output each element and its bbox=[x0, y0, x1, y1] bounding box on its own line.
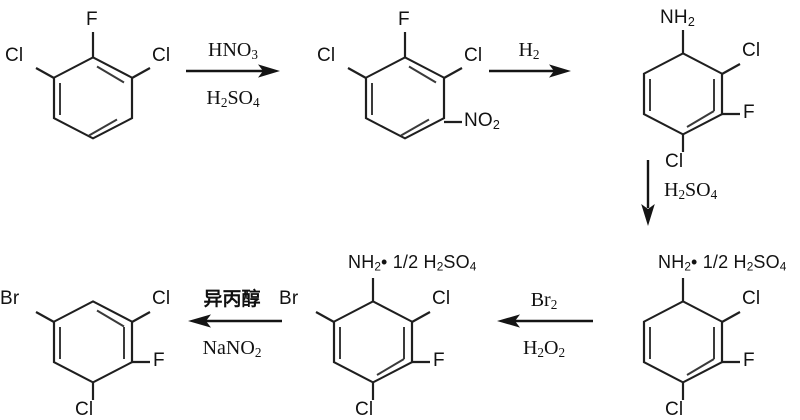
structure-3-label-bottom: Cl bbox=[665, 151, 684, 172]
arrow-5-reagent-above: 异丙醇 bbox=[203, 288, 261, 310]
arrow-2-reagent-above: H2 bbox=[518, 39, 540, 62]
arrow-3-icon bbox=[641, 160, 655, 226]
structure-4-label-lower-right: F bbox=[743, 350, 755, 371]
structure-6-label-upper-right: Cl bbox=[152, 288, 171, 309]
arrow-4-reagent-below: H2O2 bbox=[522, 337, 566, 360]
arrow-1-icon bbox=[186, 64, 280, 78]
structure-1-label-upper-left: Cl bbox=[5, 45, 24, 66]
substituent-bonds-2 bbox=[347, 32, 463, 124]
substituent-bonds-6 bbox=[35, 311, 151, 400]
reaction-scheme: F Cl Cl HNO3 H2SO4 F Cl Cl NO2 H2 bbox=[0, 7, 787, 419]
structure-3-label-lower-right: F bbox=[743, 102, 755, 123]
structure-4-label-bottom: Cl bbox=[665, 399, 684, 420]
arrow-1-reagent-below: H2SO4 bbox=[206, 87, 260, 110]
substituent-bonds-5 bbox=[315, 278, 431, 400]
structure-5-label-bottom: Cl bbox=[355, 399, 374, 420]
structure-1-label-upper-right: Cl bbox=[152, 45, 171, 66]
structure-2-label-upper-left: Cl bbox=[317, 45, 336, 66]
arrow-4-icon bbox=[497, 314, 593, 328]
structure-5-label-upper-left: Br bbox=[279, 288, 299, 309]
structure-5-label-amine-salt: NH2• 1/2 H2SO4 bbox=[348, 252, 477, 274]
arrow-1-reagent-above: HNO3 bbox=[208, 39, 258, 62]
substituent-bonds-3 bbox=[681, 30, 741, 152]
structure-2-label-nitro: NO2 bbox=[464, 110, 500, 132]
structure-2-label-top: F bbox=[398, 9, 410, 30]
arrow-5-reagent-below: NaNO2 bbox=[202, 337, 262, 360]
arrow-3-reagent: H2SO4 bbox=[664, 179, 718, 202]
structure-5-label-upper-right: Cl bbox=[432, 288, 451, 309]
structure-6-label-upper-left: Br bbox=[0, 288, 20, 309]
substituent-bonds-4 bbox=[681, 278, 741, 400]
structure-1-label-top: F bbox=[86, 9, 98, 30]
arrow-5-icon bbox=[188, 314, 282, 328]
structure-3-label-amine: NH2 bbox=[660, 7, 695, 29]
structure-3-label-upper-right: Cl bbox=[742, 40, 761, 61]
arrow-4-reagent-above: Br2 bbox=[530, 289, 558, 312]
structure-4-label-upper-right: Cl bbox=[742, 288, 761, 309]
substituent-bonds-1 bbox=[35, 32, 151, 79]
arrow-2-icon bbox=[489, 64, 571, 78]
structure-6-label-lower-right: F bbox=[153, 350, 165, 371]
structure-6-label-bottom: Cl bbox=[75, 399, 94, 420]
structure-2-label-upper-right: Cl bbox=[464, 45, 483, 66]
structure-5-label-lower-right: F bbox=[433, 350, 445, 371]
structure-4-label-amine-salt: NH2• 1/2 H2SO4 bbox=[658, 252, 787, 274]
